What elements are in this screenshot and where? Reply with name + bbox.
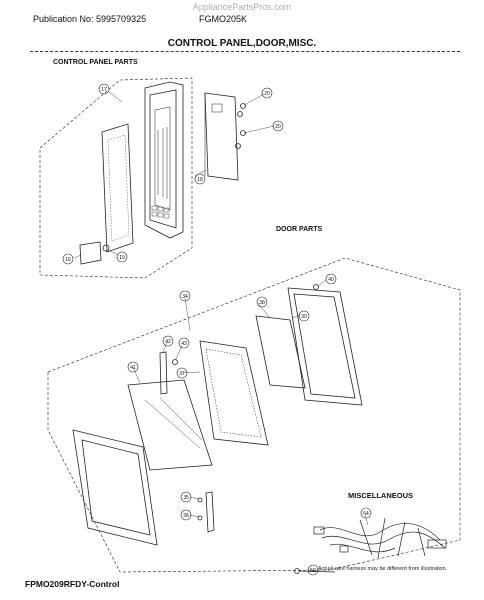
callout-38: 38 — [259, 300, 265, 306]
callout-20: 20 — [264, 91, 270, 97]
callout-43: 43 — [181, 341, 187, 347]
screw — [237, 111, 243, 117]
model-number: FGMO205K — [199, 14, 248, 24]
wire-harness — [313, 517, 447, 559]
footer-label: FPMO209RFDY-Control — [25, 579, 120, 589]
callout-64: 64 — [363, 511, 369, 517]
callout-35: 35 — [183, 495, 189, 501]
callout-42: 42 — [165, 339, 171, 345]
door-glass-panel — [127, 379, 213, 471]
control-panel-section-label: CONTROL PANEL PARTS — [53, 59, 138, 66]
control-board — [204, 92, 239, 181]
callout-40: 40 — [328, 277, 334, 283]
touchpad-membrane — [101, 123, 134, 253]
screw — [240, 130, 246, 136]
door-inner-glass — [255, 315, 306, 389]
page-title: CONTROL PANEL,DOOR,MISC. — [167, 38, 317, 49]
door-outer-frame — [72, 429, 158, 546]
callout-20: 20 — [275, 124, 281, 130]
callout-37: 37 — [179, 371, 185, 377]
door-latch-hook — [159, 351, 168, 395]
door-section-label: DOOR PARTS — [276, 226, 323, 233]
harness-note: Actual wire harness may be different fro… — [318, 566, 448, 572]
callout-41: 41 — [130, 365, 136, 371]
control-panel-group-outline — [39, 77, 193, 279]
door-inner-panel — [199, 340, 269, 446]
callout-39: 39 — [301, 314, 307, 320]
small-bracket — [79, 241, 102, 265]
door-hinge — [205, 491, 215, 533]
publication-number: Publication No: 5995709325 — [33, 14, 147, 24]
callout-17: 17 — [101, 87, 107, 93]
title-divider — [30, 51, 460, 52]
watermark-text: AppliancePartsPros.com — [192, 2, 292, 12]
callout-36: 36 — [183, 513, 189, 519]
control-panel-frame — [144, 81, 184, 239]
callout-34: 34 — [182, 294, 188, 300]
callout-18: 18 — [197, 177, 203, 183]
callout-19: 19 — [119, 255, 125, 261]
screw — [313, 284, 319, 290]
callout-16: 16 — [65, 257, 71, 263]
screw — [240, 103, 246, 109]
screw — [235, 143, 241, 149]
misc-section-label: MISCELLANEOUS — [348, 491, 414, 500]
callout-50: 50 — [310, 568, 316, 574]
